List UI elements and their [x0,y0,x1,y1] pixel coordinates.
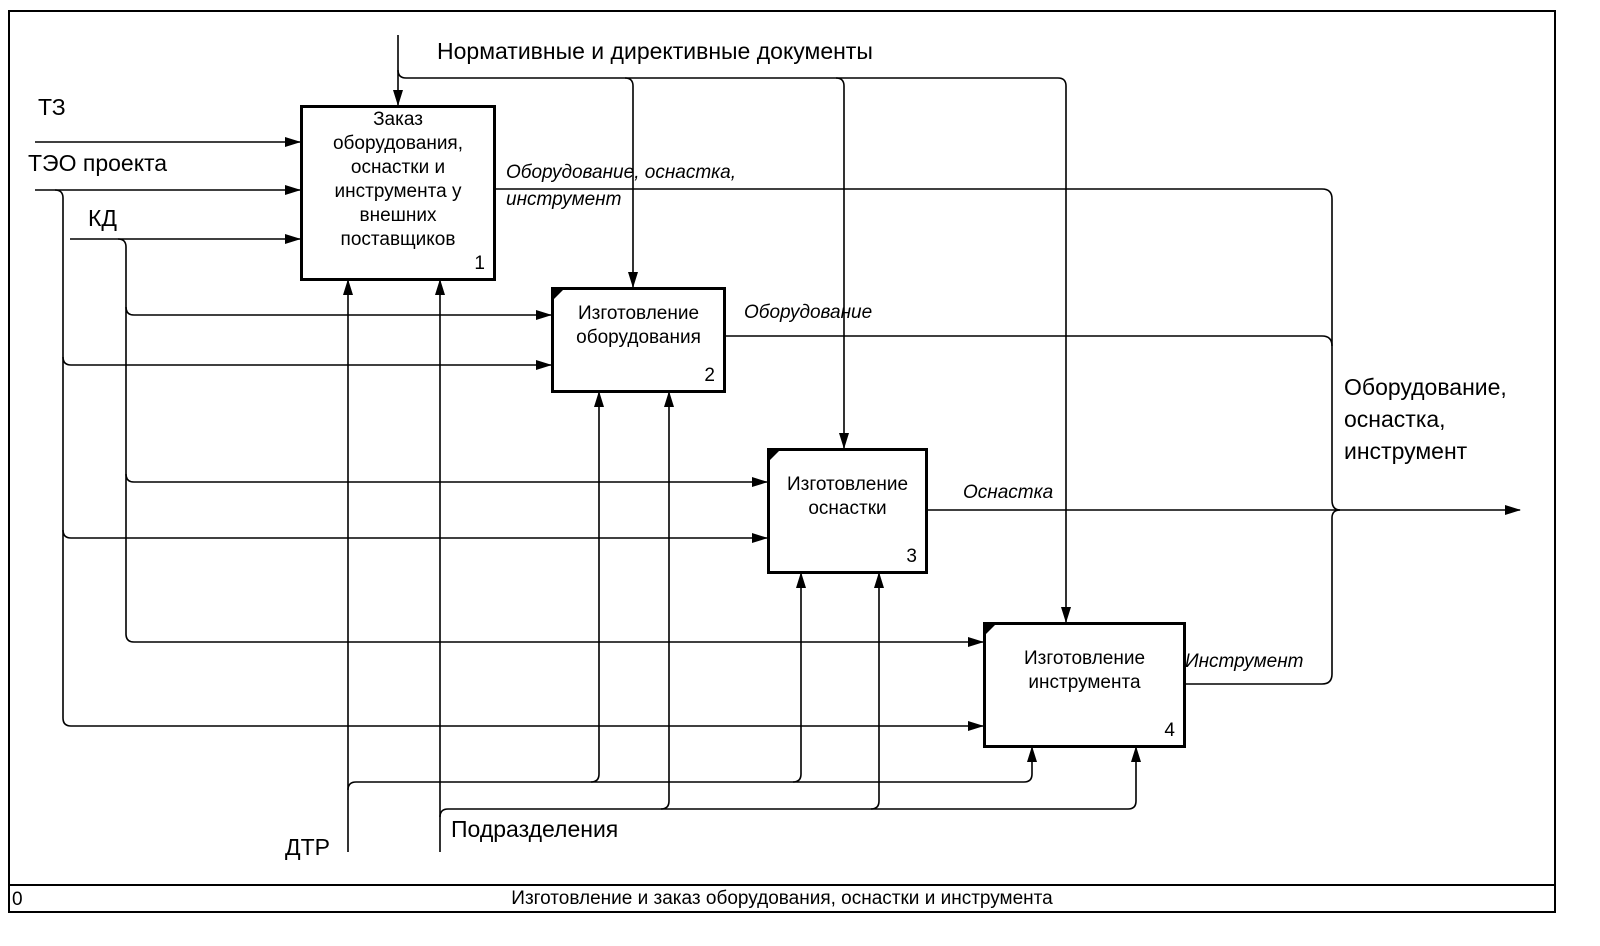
box-2-corner-marker [554,290,563,299]
arrow-departments-bus [439,746,1141,818]
node-number: 0 [12,889,23,910]
activity-box-1: Заказ оборудования, оснастки и инструмен… [300,105,496,281]
box-1-label: Заказ оборудования, оснастки и инструмен… [332,109,463,250]
activity-box-4: Изготовление инструмента 4 [983,622,1186,748]
output-label: Оборудование, оснастка, инструмент [1344,374,1507,464]
input-label-tz: ТЗ [38,94,66,120]
arrow-dtr-bus [347,746,1037,791]
arrow-teo-branch [54,189,984,731]
arrow-departments-to-box3 [870,572,884,810]
box-3-corner-marker [770,451,779,460]
arrow-teo-to-box2 [62,356,552,370]
box-3-number: 3 [906,546,917,567]
activity-box-3: Изготовление оснастки 3 [767,448,928,574]
footer-divider [8,884,1556,886]
box-4-corner-marker [986,625,995,634]
arrow-dtr-to-box2 [590,391,604,783]
arrow-label-instrument: Инструмент [1185,651,1304,672]
arrow-normative-bus [397,69,1071,623]
arrow-kd-to-box3 [125,473,768,487]
arrow-box2-output [725,335,1333,347]
input-label-teo: ТЭО проекта [28,150,168,176]
arrow-departments-to-box2 [660,391,674,810]
arrow-dtr-to-box3 [792,572,806,783]
arrow-normative-to-box2 [624,77,638,288]
arrow-box1-output [495,188,1341,511]
arrow-normative-to-box3 [835,77,849,449]
diagram-title: Изготовление и заказ оборудования, оснас… [511,888,1053,909]
box-4-number: 4 [1164,720,1175,741]
box-2-number: 2 [704,365,715,386]
arrow-label-tooling: Оснастка [963,482,1054,503]
arrow-label-equip-tools-line2: инструмент [506,189,622,210]
box-3-label: Изготовление оснастки [786,474,909,519]
activity-box-2: Изготовление оборудования 2 [551,287,726,393]
mechanism-label-dtr: ДТР [285,834,330,860]
box-2-label: Изготовление оборудования [576,303,701,348]
mechanism-label-departments: Подразделения [451,816,619,842]
arrow-label-equipment: Оборудование [744,302,873,323]
control-label-normative: Нормативные и директивные документы [437,38,873,64]
arrow-label-equip-tools-line1: Оборудование, оснастка, [506,162,736,183]
arrow-box4-output [1185,509,1341,685]
box-1-number: 1 [474,253,485,274]
arrow-teo-to-box3 [62,529,768,543]
box-4-label: Изготовление инструмента [1023,648,1146,693]
input-label-kd: КД [88,205,117,231]
diagram-frame [8,10,1556,913]
arrow-kd-branch [117,238,984,647]
arrow-kd-to-box2 [125,306,552,320]
